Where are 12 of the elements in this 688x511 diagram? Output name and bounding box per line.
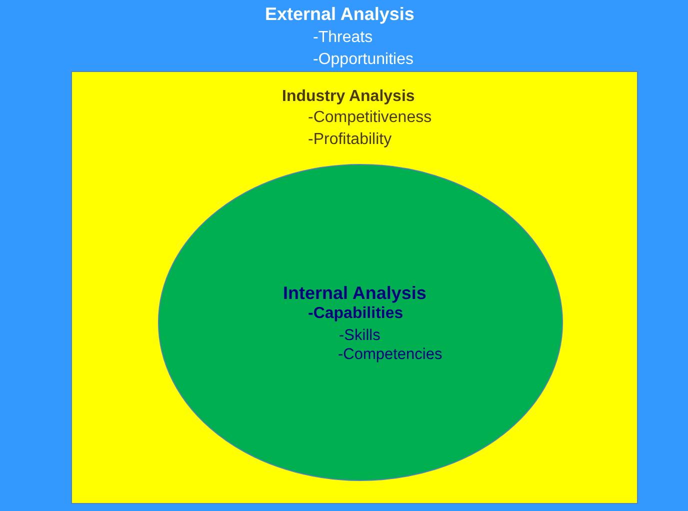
list-item-text: -Competitiveness [308, 109, 432, 128]
industry-analysis-box [71, 71, 638, 504]
list-item-text: -Competencies [338, 346, 442, 364]
internal-analysis-ellipse [158, 164, 563, 481]
list-item-text: -Threats [313, 29, 373, 48]
heading-text: Internal Analysis [283, 283, 426, 304]
heading-text: External Analysis [265, 4, 414, 25]
list-item-text: -Opportunities [313, 51, 414, 70]
list-item-text: -Capabilities [308, 305, 404, 324]
list-item-text: -Skills [339, 327, 380, 345]
list-item-text: -Profitability [308, 131, 392, 150]
heading-text: Industry Analysis [282, 88, 415, 106]
